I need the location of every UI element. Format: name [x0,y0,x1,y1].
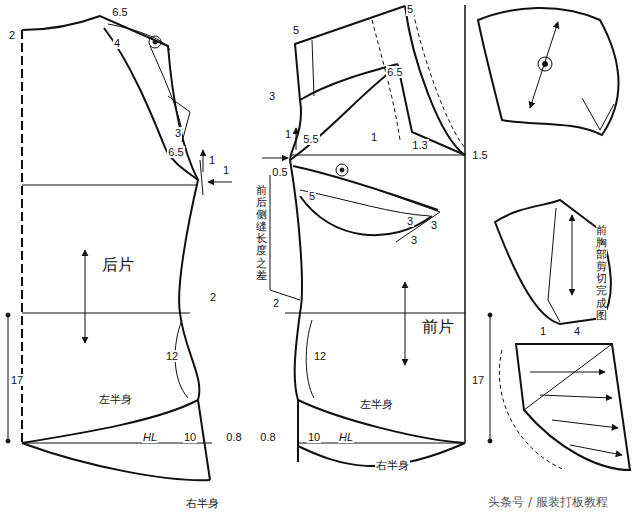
dimension-label: 3 [268,90,276,103]
notch-mark [153,40,157,44]
dimension-label: 3 [410,234,418,247]
notch-mark [538,57,552,71]
dimension-label: 2 [8,29,16,42]
dart-mark [582,98,614,130]
back-outline [22,16,210,480]
dimension-label: 3 [430,219,438,232]
dimension-label: 1 [222,164,230,177]
dimension-label: 0.5 [271,166,288,179]
piece-name: 后片 [101,256,135,274]
dimension-dot [6,313,10,317]
center-front-line [464,5,466,443]
dimension-dot [488,313,492,317]
dimension-label: 10 [183,431,197,444]
dimension-line [8,315,9,441]
dimension-label: 1.5 [471,149,488,162]
dimension-label: 2 [209,291,217,304]
part-label: 左半身 [359,399,394,412]
yoke-piece [478,8,618,135]
shift-arrow [203,150,204,172]
cut-spread-piece [516,344,630,470]
back-yoke-line [108,24,170,50]
notch-mark [149,36,161,48]
waist-line [285,313,465,314]
dimension-label: 5 [308,190,316,203]
waist-line [22,313,190,314]
left-half-hem [22,400,198,443]
chest-line [22,185,198,186]
dimension-dot [488,439,492,443]
front-neckline-alt [412,6,465,148]
dimension-label: 3 [174,127,182,140]
dimension-label: 1 [284,128,292,141]
dimension-label: 0.8 [225,431,242,444]
dimension-label: 17 [471,374,485,387]
front-yoke-line [312,40,314,96]
dimension-label: 0.8 [259,431,276,444]
front-side-seam [290,160,302,462]
spread-arrow [540,395,612,398]
grain-arrow [85,250,86,343]
shift-arrow [296,128,297,150]
piece-name: 前片 [421,318,455,336]
dimension-label: 2 [272,297,280,310]
dimension-label: 1.3 [411,139,428,152]
dimension-dot [6,439,10,443]
grain-arrow [405,282,406,365]
dimension-label: 6.5 [111,6,128,19]
front-outline [290,6,405,160]
back-dart [168,96,190,142]
dimension-label: 1 [208,154,216,167]
dimension-label: 12 [165,350,179,363]
chest-line [290,155,465,156]
front-yoke-line [300,64,398,100]
grain-arrow [530,22,558,108]
back-yoke-line [150,46,182,130]
hip-line [298,443,465,444]
bust-dart-line [300,190,430,216]
line-label: HL [142,431,158,444]
shift-arrow [262,158,288,159]
cut-line [548,208,560,322]
spread-arrow [570,445,622,455]
dimension-label: 5 [292,24,300,37]
dimension-label: 1 [539,325,547,338]
part-label: 右半身 [185,498,220,511]
cut-line [524,344,612,410]
part-label: 左半身 [98,394,133,407]
grain-arrow [572,215,573,295]
back-yoke-line [104,28,166,150]
notch-mark [336,164,348,176]
spread-arrow [552,420,618,428]
part-label: 右半身 [375,460,410,473]
line-label: HL [338,431,354,444]
dimension-label: 4 [573,325,581,338]
dimension-label: 5.5 [302,133,319,146]
dimension-label: 5 [406,3,414,16]
watermark: 头条号 / 服装打板教程 [487,496,609,510]
dimension-label: 6.5 [386,66,403,79]
right-half-hem [22,443,210,480]
dimension-label: 12 [313,350,327,363]
dimension-label: 17 [10,374,24,387]
front-armhole [290,66,465,160]
bust-curve [300,196,432,235]
dimension-line [490,315,491,441]
dimension-label: 1 [370,131,378,144]
vertical-note: 前胸部剪切完成图 [596,224,607,323]
front-chest-piece [495,200,611,324]
vertical-note: 前后侧缝长度之差 [256,184,267,283]
dimension-label: 6.5 [167,146,184,159]
guide-line [270,175,300,300]
notch-mark [340,168,344,172]
spread-arrow [530,372,605,373]
dimension-label: 3 [406,215,414,228]
shift-arrow [208,182,232,183]
dimension-label: 4 [113,37,121,50]
guide-line [499,350,565,470]
dimension-label: 10 [307,431,321,444]
guide-line [372,20,400,140]
